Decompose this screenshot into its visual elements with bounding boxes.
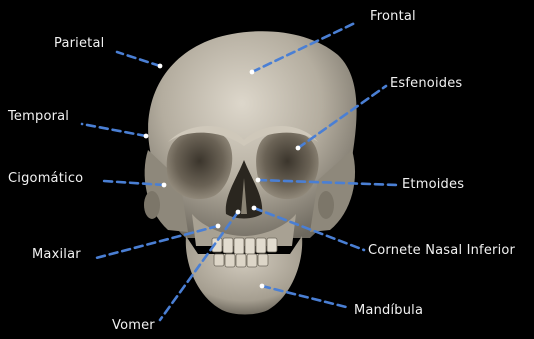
label-cigomatico: Cigomático: [8, 171, 83, 187]
label-etmoides: Etmoides: [402, 177, 464, 193]
label-vomer: Vomer: [112, 318, 155, 334]
label-cornete: Cornete Nasal Inferior: [368, 243, 515, 259]
label-temporal: Temporal: [8, 109, 69, 125]
label-maxilar: Maxilar: [32, 247, 81, 263]
lower-teeth: [214, 254, 268, 267]
leader-parietal: [117, 52, 160, 66]
label-mandibula: Mandíbula: [354, 303, 423, 319]
label-esfenoides: Esfenoides: [390, 76, 462, 92]
right-ear-shape: [318, 191, 334, 219]
left-ear-shape: [144, 191, 160, 219]
label-frontal: Frontal: [370, 9, 416, 25]
leader-temporal: [82, 124, 146, 136]
label-parietal: Parietal: [54, 36, 104, 52]
